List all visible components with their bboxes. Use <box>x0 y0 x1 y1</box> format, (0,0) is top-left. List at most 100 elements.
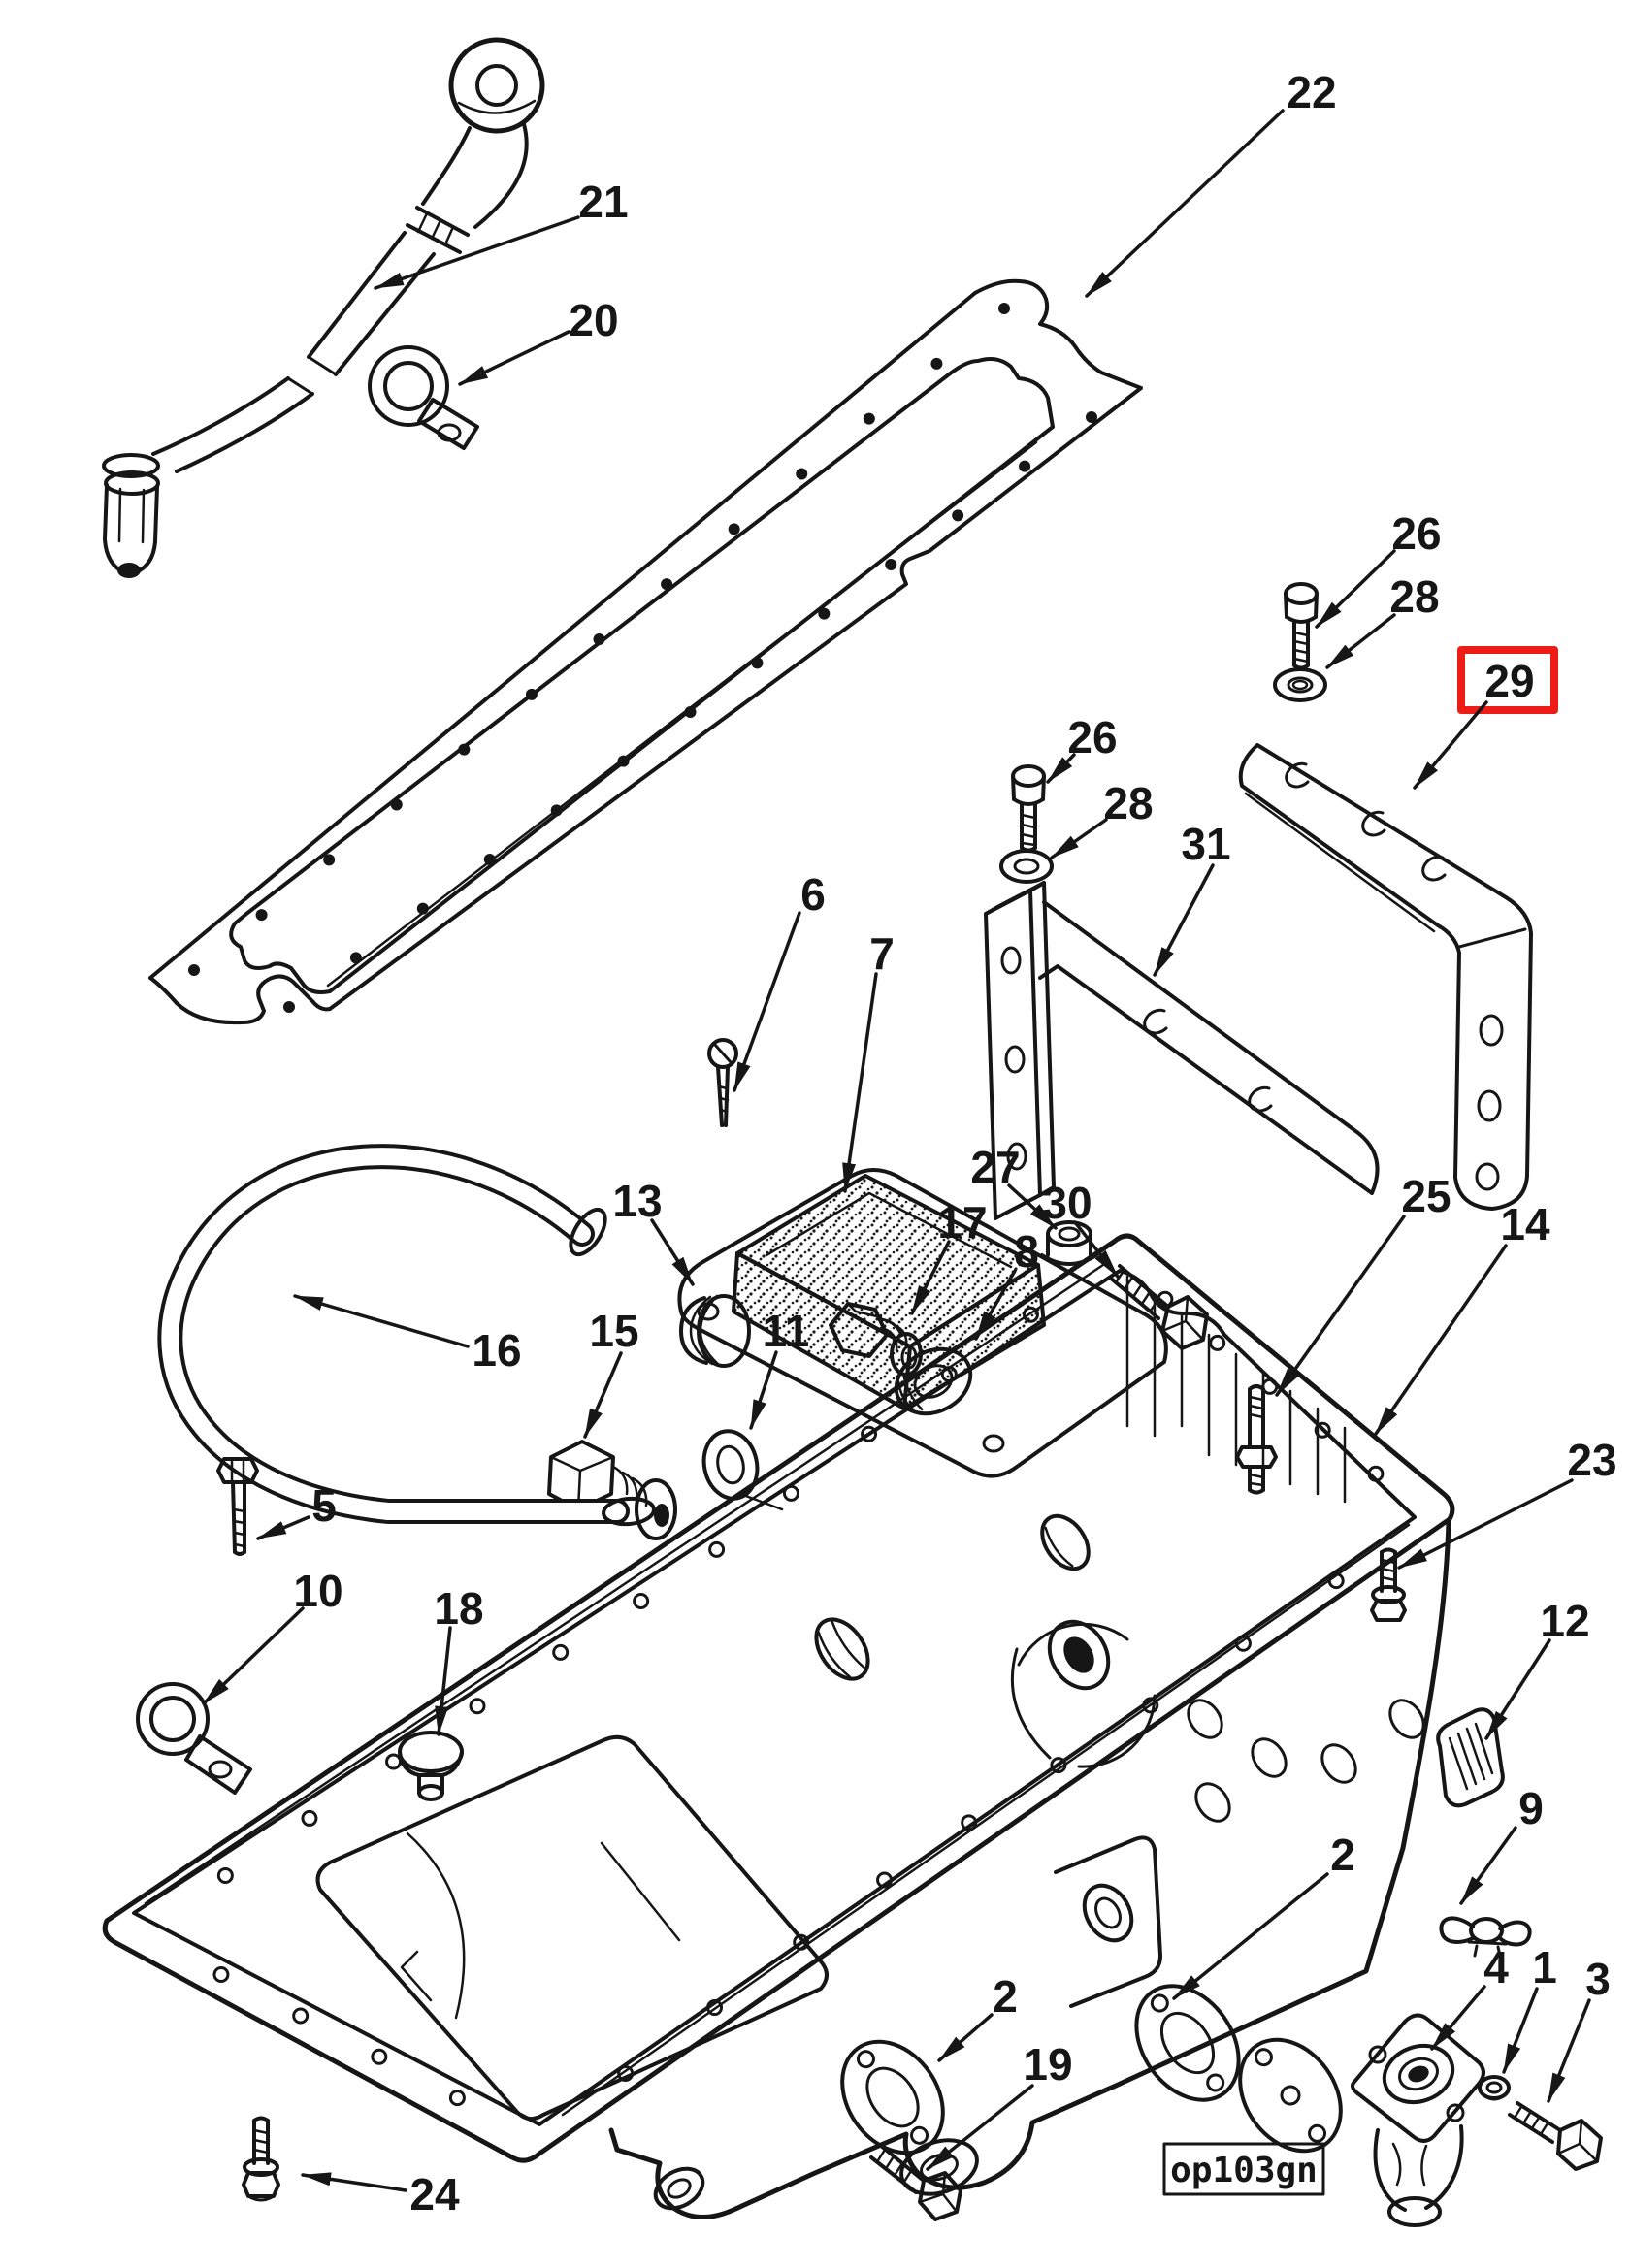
part-washer-28b <box>999 849 1054 884</box>
pan-flange-hole <box>1022 1306 1039 1323</box>
gasket-hole <box>863 412 875 425</box>
leader-23-24 <box>1397 1478 1574 1570</box>
part-bolt-5 <box>216 1457 259 1556</box>
gasket-hole <box>818 607 831 620</box>
gasket-hole <box>390 798 403 811</box>
callout-label-4-28: 4 <box>1483 1942 1509 1993</box>
part-oval-cover-2b <box>1238 2037 1343 2154</box>
pan-flange-hole <box>212 1966 230 1984</box>
leader-18-23 <box>435 1626 452 1736</box>
leader-2-27 <box>1172 1872 1329 2000</box>
callout-label-23-24: 23 <box>1567 1435 1616 1485</box>
gasket-hole <box>930 357 943 370</box>
callout-label-20-1: 20 <box>569 295 618 345</box>
leader-31-8 <box>1153 863 1215 977</box>
part-tube-clamp <box>368 345 479 450</box>
callout-label-10-22: 10 <box>293 1566 342 1616</box>
gasket-hole <box>1019 460 1031 472</box>
callout-label-11-20: 11 <box>763 1306 810 1356</box>
pan-flange-hole <box>782 1484 799 1502</box>
pan-flange-hole <box>1314 1421 1331 1439</box>
callout-label-17-14: 17 <box>937 1197 987 1247</box>
callout-label-24-33: 24 <box>409 2169 460 2219</box>
pan-flange-hole <box>292 2007 310 2025</box>
leader-20-1 <box>458 330 570 386</box>
part-oval-gasket-2a <box>1134 1984 1241 2102</box>
callout-label-16-18: 16 <box>472 1325 521 1376</box>
gasket-hole <box>458 743 471 756</box>
pan-flange-hole <box>216 1866 234 1884</box>
pan-flange-hole <box>876 1871 894 1889</box>
gasket-hole <box>525 688 538 700</box>
gasket-hole <box>483 854 496 865</box>
part-oval-gasket-2c <box>840 2039 945 2155</box>
part-screw-6 <box>707 1038 738 1127</box>
gasket-hole <box>617 755 630 767</box>
part-stud-25 <box>1235 1384 1278 1495</box>
callout-label-26-3: 26 <box>1391 508 1441 559</box>
figure-code-label: op103gn <box>1170 2151 1318 2190</box>
part-pan-gasket <box>148 278 1143 1025</box>
callout-label-28-7: 28 <box>1103 778 1153 828</box>
pan-flange-hole <box>448 2090 466 2107</box>
part-bolt-19 <box>869 2144 962 2221</box>
callout-label-29-5: 29 <box>1484 656 1534 706</box>
pan-flange-hole <box>1209 1334 1226 1351</box>
leader-13-13 <box>650 1218 695 1286</box>
part-gusset-bracket-31 <box>984 881 1380 1220</box>
gasket-hole <box>550 804 563 817</box>
leader-11-20 <box>749 1350 778 1430</box>
gasket-hole <box>728 523 740 535</box>
callout-label-19-32: 19 <box>1023 2039 1072 2090</box>
callout-label-28-4: 28 <box>1389 571 1439 622</box>
leader-2-31 <box>937 2013 994 2062</box>
highlight-box-29 <box>1457 646 1558 714</box>
leader-19-32 <box>926 2084 1034 2171</box>
callout-label-1-29: 1 <box>1532 1942 1557 1993</box>
leader-27-11 <box>1007 1183 1058 1230</box>
part-elbow-4 <box>1351 2013 1485 2227</box>
figure-code-box <box>1162 2142 1325 2196</box>
leader-28-4 <box>1325 613 1396 669</box>
part-bolt-3 <box>1508 2101 1603 2171</box>
pan-flange-holes <box>212 1290 1385 2107</box>
leader-7-10 <box>842 972 878 1193</box>
leader-15-19 <box>583 1351 623 1439</box>
callout-label-18-23: 18 <box>434 1583 483 1634</box>
leader-28-7 <box>1050 818 1108 859</box>
gasket-hole <box>1086 411 1097 423</box>
leader-24-33 <box>301 2172 408 2192</box>
leader-12-25 <box>1484 1638 1551 1740</box>
leader-8-15 <box>974 1269 1017 1341</box>
leader-21-0 <box>374 215 580 290</box>
leader-1-29 <box>1502 1987 1539 2074</box>
pan-flange-hole <box>469 1698 486 1715</box>
gasket-hole <box>998 303 1010 314</box>
callout-label-31-8: 31 <box>1181 819 1230 869</box>
part-bolt-26b <box>1011 764 1046 853</box>
pan-flange-hole <box>706 1999 724 2017</box>
callout-label-30-12: 30 <box>1042 1178 1092 1228</box>
pan-flange-hole <box>301 1809 318 1827</box>
leader-17-14 <box>910 1240 951 1315</box>
callout-label-15-19: 15 <box>589 1306 638 1356</box>
part-cup-plug-13 <box>679 1294 751 1368</box>
pan-flange-hole <box>633 1592 650 1609</box>
pan-flange-hole <box>961 1814 978 1831</box>
leader-4-28 <box>1430 1985 1486 2051</box>
leader-14-17 <box>1374 1244 1508 1436</box>
callout-label-21-0: 21 <box>578 177 628 227</box>
gasket-hole <box>283 1001 295 1013</box>
part-hose-16 <box>157 1144 656 1527</box>
callout-label-3-30: 3 <box>1585 1954 1611 2004</box>
gasket-hole <box>255 909 268 922</box>
part-plug-12 <box>1436 1707 1505 1808</box>
gasket-hole <box>952 509 964 522</box>
pan-flange-hole <box>385 1753 403 1770</box>
callout-label-22-2: 22 <box>1287 67 1336 117</box>
part-bolt-23 <box>1370 1547 1407 1622</box>
gasket-bolt-holes <box>188 303 1097 1013</box>
